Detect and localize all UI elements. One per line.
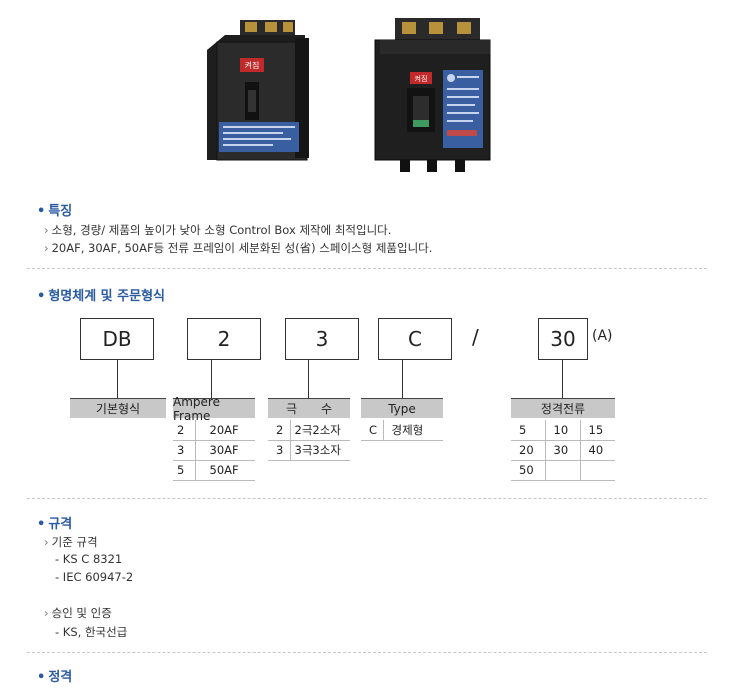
features-title: •특징 [37, 204, 73, 219]
on-label-right: 켜짐 [415, 74, 428, 83]
connector [308, 360, 309, 398]
breaker-right: 켜짐 [374, 18, 491, 172]
header-base: 기본형식 [70, 398, 166, 418]
code-box-frame: 2 [187, 318, 261, 360]
rating-title: •정격 [37, 670, 73, 685]
chevron-right-icon: › [44, 223, 49, 237]
connector [117, 360, 118, 398]
code-box-poles: 3 [285, 318, 359, 360]
divider [27, 268, 707, 269]
chevron-right-icon: › [44, 241, 49, 255]
header-rated: 정격전류 [511, 398, 615, 418]
code-box-base: DB [80, 318, 154, 360]
breaker-left: 켜짐 [207, 20, 309, 161]
slash: / [472, 325, 479, 349]
code-box-type: C [378, 318, 452, 360]
standard-item: - KS C 8321 [55, 552, 123, 566]
product-image: 켜짐 켜짐 [207, 18, 491, 172]
divider [27, 652, 707, 653]
connector [211, 360, 212, 398]
feature-item-1: ›소형, 경량/ 제품의 높이가 낮아 소형 Control Box 제작에 최… [44, 223, 392, 237]
divider [27, 498, 707, 499]
code-box-rated: 30 [538, 318, 588, 360]
standards-title: •규격 [37, 517, 73, 532]
standard-item: - IEC 60947-2 [55, 570, 134, 584]
connector [402, 360, 403, 398]
approval-group-label: ›승인 및 인증 [44, 606, 112, 620]
header-frame: Ampere Frame [173, 395, 255, 423]
chevron-right-icon: › [44, 535, 49, 549]
approval-item: - KS, 한국선급 [55, 625, 128, 639]
header-type: Type [361, 398, 443, 418]
header-poles: 극 수 [268, 398, 350, 418]
on-label-left: 켜짐 [245, 60, 260, 70]
table-row: 50 [511, 460, 615, 481]
connector [562, 360, 563, 398]
chevron-right-icon: › [44, 606, 49, 620]
feature-item-2: ›20AF, 30AF, 50AF등 전류 프레임이 세분화된 성(省) 스페이… [44, 241, 433, 255]
model-title: •형명체계 및 주문형식 [37, 289, 166, 304]
unit-label: (A) [592, 328, 613, 344]
standards-group-label: ›기준 규격 [44, 535, 98, 549]
